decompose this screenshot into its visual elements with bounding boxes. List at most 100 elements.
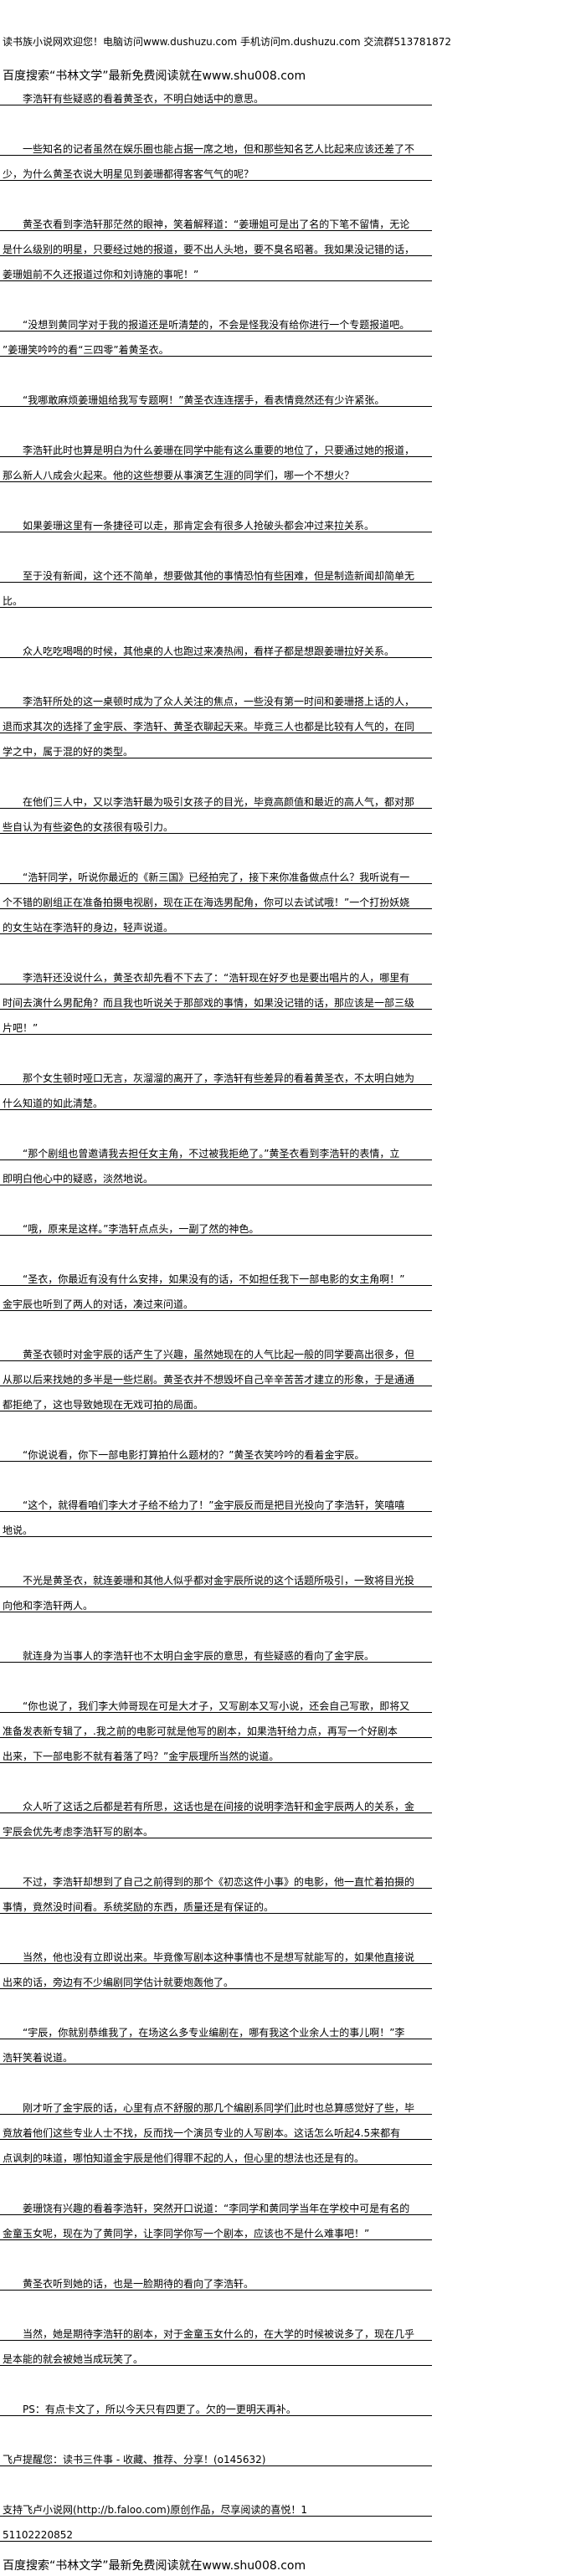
paragraph: 黄圣衣听到她的话，也是一脸期待的看向了李浩轩。 [0, 2265, 432, 2291]
paragraph-gap [0, 2165, 432, 2190]
text-line: “哦，原来是这样。”李浩轩点点头，一副了然的神色。 [0, 1211, 432, 1236]
paragraph-gap [0, 181, 432, 206]
paragraph: 不光是黄圣衣，就连姜珊和其他人似乎都对金宇辰所说的这个话题所吸引，一致将目光投向… [0, 1562, 432, 1612]
text-line: 的女生站在李浩轩的身边，轻声说道。 [0, 909, 432, 934]
paragraph: “宇辰，你就别恭维我了，在场这么多专业编剧在，哪有我这个业余人士的事儿啊！”李浩… [0, 2014, 432, 2064]
paragraph-gap [0, 934, 432, 959]
paragraph-gap [0, 407, 432, 432]
paragraph-gap [0, 1914, 432, 1939]
text-line: 向他和李浩轩两人。 [0, 1587, 432, 1612]
text-line: 个不错的剧组正在准备拍摄电视剧，现在正在海选男配角，你可以去试试哦！”一个打扮妖… [0, 884, 432, 909]
text-line: 什么知道的如此清楚。 [0, 1085, 432, 1110]
text-line: 宇辰会优先考虑李浩轩写的剧本。 [0, 1813, 432, 1838]
paragraph: “浩轩同学，听说你最近的《新三国》已经拍完了，接下来你准备做点什么？我听说有一个… [0, 859, 432, 934]
paragraph: 众人吃吃喝喝的时候，其他桌的人也跑过来凑热闹，看样子都是想跟姜珊拉好关系。 [0, 633, 432, 658]
text-line: 金宇辰也听到了两人的对话，凑过来问道。 [0, 1286, 432, 1311]
text-line: “宇辰，你就别恭维我了，在场这么多专业编剧在，哪有我这个业余人士的事儿啊！”李 [0, 2014, 432, 2039]
text-line: “你说说看，你下一部电影打算拍什么题材的？”黄圣衣笑吟吟的看着金宇辰。 [0, 1437, 432, 1462]
text-line: 地说。 [0, 1512, 432, 1537]
text-line: “我哪敢麻烦姜珊姐给我写专题啊！”黄圣衣连连摆手，看表情竟然还有少许紧张。 [0, 382, 432, 407]
paragraph-gap [0, 1612, 432, 1638]
paragraph-gap [0, 834, 432, 859]
paragraph-gap [0, 1035, 432, 1060]
paragraph-gap [0, 2240, 432, 2265]
text-line: 事情，竟然没时间看。系统奖励的东西，质量还是有保证的。 [0, 1889, 432, 1914]
paragraph-gap [0, 105, 432, 131]
search-hint-header: 百度搜索“书林文学”最新免费阅读就在www.shu008.com [3, 69, 306, 83]
text-line: 不光是黄圣衣，就连姜珊和其他人似乎都对金宇辰所说的这个话题所吸引，一致将目光投 [0, 1562, 432, 1587]
text-line: “没想到黄同学对于我的报道还是听清楚的，不会是怪我没有给你进行一个专题报道吧。 [0, 306, 432, 332]
paragraph-gap [0, 482, 432, 507]
text-line: 竟放着他们这些专业人士不找，反而找一个演员专业的人写剧本。这话怎么听起4.5来都… [0, 2115, 432, 2140]
chapter-body: 李浩轩有些疑惑的看着黄圣衣，不明白她话中的意思。一些知名的记者虽然在娱乐圈也能占… [0, 80, 432, 2567]
text-line: 当然，他也没有立即说出来。毕竟像写剧本这种事情也不是想写就能写的，如果他直接说 [0, 1939, 432, 1964]
text-line: 时间去演什么男配角？而且我也听说关于那部戏的事情，如果没记错的话，那应该是一部三… [0, 985, 432, 1010]
text-line: 黄圣衣听到她的话，也是一脸期待的看向了李浩轩。 [0, 2265, 432, 2291]
text-line: 在他们三人中，又以李浩轩最为吸引女孩子的目光，毕竟高颜值和最近的高人气，都对那 [0, 784, 432, 809]
paragraph-gap [0, 658, 432, 683]
text-line: “你也说了，我们李大帅哥现在可是大才子，又写剧本又写小说，还会自己写歌，即将又 [0, 1688, 432, 1713]
text-line: 如果姜珊这里有一条捷径可以走，那肯定会有很多人抢破头都会冲过来拉关系。 [0, 507, 432, 532]
text-line: 出来的话，旁边有不少编剧同学估计就要炮轰他了。 [0, 1964, 432, 1989]
paragraph-gap [0, 1537, 432, 1562]
text-line: 都拒绝了，这也导致她现在无戏可拍的局面。 [0, 1386, 432, 1411]
text-line: 退而求其次的选择了金宇辰、李浩轩、黄圣衣聊起天来。毕竟三人也都是比较有人气的，在… [0, 708, 432, 733]
paragraph-gap [0, 1185, 432, 1211]
text-line: 众人听了这话之后都是若有所思，这话也是在间接的说明李浩轩和金宇辰两人的关系，金 [0, 1788, 432, 1813]
paragraph-gap [0, 2366, 432, 2391]
text-line: “这个，就得看咱们李大才子给不给力了！”金宇辰反而是把目光投向了李浩轩，笑嘻嘻 [0, 1487, 432, 1512]
text-line: 支持飞卢小说网(http://b.faloo.com)原创作品，尽享阅读的喜悦！… [0, 2491, 432, 2517]
paragraph: 当然，他也没有立即说出来。毕竟像写剧本这种事情也不是想写就能写的，如果他直接说出… [0, 1939, 432, 1989]
text-line: 学之中，属于混的好的类型。 [0, 733, 432, 758]
text-line: 51102220852 [0, 2517, 432, 2542]
paragraph: “那个剧组也曾邀请我去担任女主角，不过被我拒绝了。”黄圣衣看到李浩轩的表情，立即… [0, 1135, 432, 1185]
text-line: 出来，下一部电影不就有着落了吗？”金宇辰理所当然的说道。 [0, 1738, 432, 1763]
paragraph: 至于没有新闻，这个还不简单，想要做其他的事情恐怕有些困难，但是制造新闻却简单无比… [0, 558, 432, 608]
text-line: 众人吃吃喝喝的时候，其他桌的人也跑过来凑热闹，看样子都是想跟姜珊拉好关系。 [0, 633, 432, 658]
paragraph-gap [0, 532, 432, 558]
paragraph-gap [0, 357, 432, 382]
text-line: 李浩轩此时也算是明白为什么姜珊在同学中能有这么重要的地位了，只要通过她的报道， [0, 432, 432, 457]
paragraph-gap [0, 2064, 432, 2090]
text-line: 一些知名的记者虽然在娱乐圈也能占据一席之地，但和那些知名艺人比起来应该还差了不 [0, 131, 432, 156]
paragraph: 姜珊饶有兴趣的看着李浩轩，突然开口说道：“李同学和黄同学当年在学校中可是有名的金… [0, 2190, 432, 2240]
text-line: 是什么级别的明星，只要经过她的报道，要不出人头地，要不臭名昭著。我如果没记错的话… [0, 231, 432, 256]
text-line: 是本能的就会被她当成玩笑了。 [0, 2341, 432, 2366]
paragraph-gap [0, 1989, 432, 2014]
search-hint-footer: 百度搜索“书林文学”最新免费阅读就在www.shu008.com [3, 2559, 306, 2573]
paragraph-gap [0, 1663, 432, 1688]
paragraph-gap [0, 758, 432, 784]
text-line: 刚才听了金宇辰的话，心里有点不舒服的那几个编剧系同学们此时也总算感觉好了些，毕 [0, 2090, 432, 2115]
paragraph: 支持飞卢小说网(http://b.faloo.com)原创作品，尽享阅读的喜悦！… [0, 2491, 432, 2542]
text-line: 李浩轩还没说什么，黄圣衣却先看不下去了：“浩轩现在好歹也是要出唱片的人，哪里有 [0, 959, 432, 985]
paragraph: “你说说看，你下一部电影打算拍什么题材的？”黄圣衣笑吟吟的看着金宇辰。 [0, 1437, 432, 1462]
text-line: “浩轩同学，听说你最近的《新三国》已经拍完了，接下来你准备做点什么？我听说有一 [0, 859, 432, 884]
paragraph-gap [0, 1462, 432, 1487]
paragraph-gap [0, 2416, 432, 2441]
paragraph: 不过，李浩轩却想到了自己之前得到的那个《初恋这件小事》的电影，他一直忙着拍摄的事… [0, 1864, 432, 1914]
paragraph: 众人听了这话之后都是若有所思，这话也是在间接的说明李浩轩和金宇辰两人的关系，金宇… [0, 1788, 432, 1838]
paragraph: 一些知名的记者虽然在娱乐圈也能占据一席之地，但和那些知名艺人比起来应该还差了不少… [0, 131, 432, 181]
paragraph: “没想到黄同学对于我的报道还是听清楚的，不会是怪我没有给你进行一个专题报道吧。”… [0, 306, 432, 357]
text-line: 姜珊姐前不久还报道过你和刘诗施的事呢！” [0, 256, 432, 281]
paragraph: “哦，原来是这样。”李浩轩点点头，一副了然的神色。 [0, 1211, 432, 1236]
text-line: 比。 [0, 583, 432, 608]
site-banner: 读书族小说网欢迎您！电脑访问www.dushuzu.com 手机访问m.dush… [3, 36, 452, 48]
paragraph: 李浩轩有些疑惑的看着黄圣衣，不明白她话中的意思。 [0, 80, 432, 105]
paragraph: 黄圣衣看到李浩轩那茫然的眼神，笑着解释道：“姜珊姐可是出了名的下笔不留情，无论是… [0, 206, 432, 281]
paragraph: “这个，就得看咱们李大才子给不给力了！”金宇辰反而是把目光投向了李浩轩，笑嘻嘻地… [0, 1487, 432, 1537]
paragraph-gap [0, 1311, 432, 1336]
paragraph: PS：有点卡文了，所以今天只有四更了。欠的一更明天再补。 [0, 2391, 432, 2416]
paragraph-gap [0, 1110, 432, 1135]
paragraph: 如果姜珊这里有一条捷径可以走，那肯定会有很多人抢破头都会冲过来拉关系。 [0, 507, 432, 532]
text-line: 金童玉女呢，现在为了黄同学，让李同学你写一个剧本，应该也不是什么难事吧！” [0, 2215, 432, 2240]
paragraph: “我哪敢麻烦姜珊姐给我写专题啊！”黄圣衣连连摆手，看表情竟然还有少许紧张。 [0, 382, 432, 407]
paragraph: 李浩轩所处的这一桌顿时成为了众人关注的焦点，一些没有第一时间和姜珊搭上话的人，退… [0, 683, 432, 758]
text-line: 准备发表新专辑了，.我之前的电影可就是他写的剧本，如果浩轩给力点，再写一个好剧本 [0, 1713, 432, 1738]
text-line: 浩轩笑着说道。 [0, 2039, 432, 2064]
text-line: 点讽刺的味道，哪怕知道金宇辰是他们得罪不起的人，但心里的想法也还是有的。 [0, 2140, 432, 2165]
paragraph: 在他们三人中，又以李浩轩最为吸引女孩子的目光，毕竟高颜值和最近的高人气，都对那些… [0, 784, 432, 834]
paragraph: 李浩轩还没说什么，黄圣衣却先看不下去了：“浩轩现在好歹也是要出唱片的人，哪里有时… [0, 959, 432, 1035]
text-line: 李浩轩所处的这一桌顿时成为了众人关注的焦点，一些没有第一时间和姜珊搭上话的人， [0, 683, 432, 708]
paragraph: “圣衣，你最近有没有什么安排，如果没有的话，不如担任我下一部电影的女主角啊！”金… [0, 1261, 432, 1311]
